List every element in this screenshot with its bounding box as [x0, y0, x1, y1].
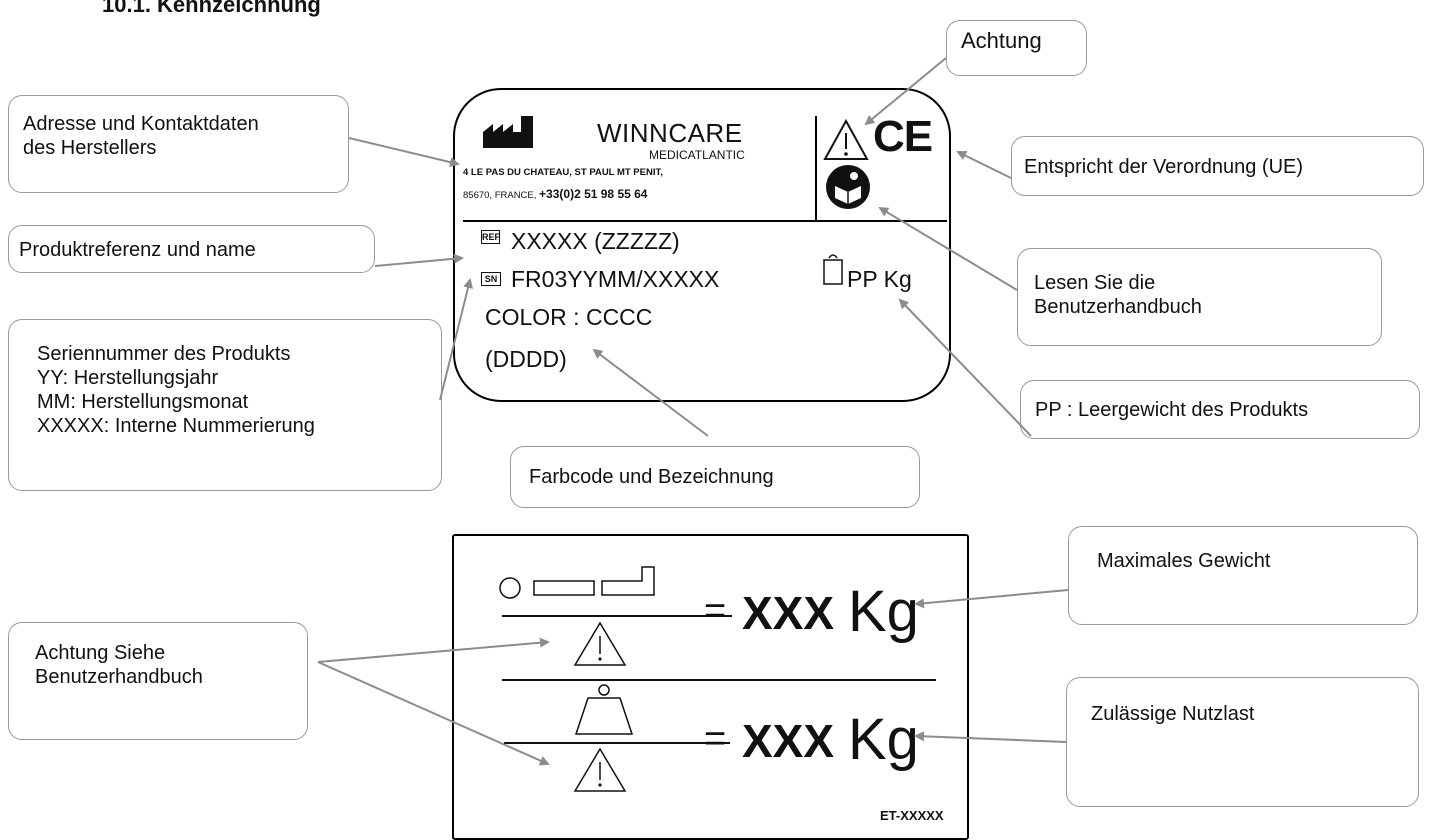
arrow-manufacturer	[348, 137, 460, 168]
address-line-1: 4 LE PAS DU CHATEAU, ST PAUL MT PENIT,	[463, 167, 663, 178]
section-divider	[502, 679, 936, 681]
section-title: 10.1. Kennzeichnung	[102, 0, 321, 17]
address-city: 85670, FRANCE,	[463, 190, 537, 201]
callout-ce-conformity: Entspricht der Verordnung (UE)	[1011, 136, 1424, 196]
header-vertical-divider	[815, 116, 817, 222]
read-manual-icon	[826, 165, 870, 209]
weight-value: PP Kg	[847, 266, 912, 292]
payload-value: XXX	[742, 715, 835, 767]
sn-tag: SN	[481, 272, 501, 286]
callout-see-manual-line-2: Benutzerhandbuch	[35, 666, 203, 688]
callout-product-ref: Produktreferenz und name	[8, 225, 375, 273]
brand-subname: MEDICATLANTIC	[649, 148, 745, 162]
callout-achtung: Achtung	[946, 20, 1087, 76]
callout-color-code: Farbcode und Bezeichnung	[510, 446, 920, 508]
color-line: COLOR : CCCC	[485, 304, 653, 330]
callout-see-manual-line-1: Achtung Siehe	[35, 642, 166, 664]
callout-serial-line-2: YY: Herstellungsjahr	[37, 367, 219, 389]
callout-read-manual: Lesen Sie die Benutzerhandbuch	[1017, 248, 1382, 346]
load-weight-icon	[574, 684, 634, 735]
callout-manufacturer: Adresse und Kontaktdaten des Herstellers	[8, 95, 349, 193]
ref-tag: REF	[481, 230, 500, 244]
callout-empty-weight: PP : Leergewicht des Produkts	[1020, 380, 1420, 439]
callout-manual-line-1: Lesen Sie die	[1034, 272, 1156, 294]
max-weight-unit: Kg	[848, 579, 919, 644]
ce-mark: CE	[873, 112, 933, 161]
address-phone: +33(0)2 51 98 55 64	[539, 187, 648, 201]
factory-icon	[483, 116, 533, 148]
callout-see-manual: Achtung Siehe Benutzerhandbuch	[8, 622, 308, 740]
load-label: = XXX Kg = XXX Kg ET-XXXXX	[452, 534, 969, 840]
weight-icon	[823, 254, 843, 285]
callout-serial-number: Seriennummer des Produkts YY: Herstellun…	[8, 319, 442, 491]
warning-icon	[573, 747, 627, 792]
fraction-line-1	[502, 615, 732, 617]
max-weight-value: XXX	[742, 587, 835, 639]
brand-name: WINNCARE	[597, 118, 743, 148]
warning-icon	[823, 118, 869, 160]
callout-manual-line-2: Benutzerhandbuch	[1034, 296, 1202, 318]
arrow-ce	[956, 151, 1012, 179]
warning-icon	[573, 621, 627, 666]
callout-max-weight: Maximales Gewicht	[1068, 526, 1418, 625]
product-label: WINNCARE MEDICATLANTIC 4 LE PAS DU CHATE…	[453, 88, 951, 402]
fraction-line-2	[504, 742, 730, 744]
equals-sign-1: =	[704, 590, 727, 632]
callout-payload: Zulässige Nutzlast	[1066, 677, 1419, 807]
callout-serial-line-3: MM: Herstellungsmonat	[37, 391, 249, 413]
sn-value: FR03YYMM/XXXXX	[511, 266, 720, 292]
equals-sign-2: =	[704, 718, 727, 760]
callout-serial-line-4: XXXXX: Interne Nummerierung	[37, 415, 315, 437]
ref-value: XXXXX (ZZZZZ)	[511, 228, 680, 254]
payload-unit: Kg	[848, 707, 919, 772]
bed-position-icons	[499, 566, 655, 599]
label-code: ET-XXXXX	[880, 808, 944, 823]
callout-manufacturer-line-2: des Herstellers	[23, 137, 157, 159]
header-divider	[463, 220, 947, 222]
color-code: (DDDD)	[485, 346, 567, 372]
callout-serial-line-1: Seriennummer des Produkts	[37, 343, 291, 365]
arrow-product-ref	[374, 253, 464, 267]
address-line-2: 85670, FRANCE, +33(0)2 51 98 55 64	[463, 187, 647, 201]
callout-manufacturer-line-1: Adresse und Kontaktdaten	[23, 113, 259, 135]
